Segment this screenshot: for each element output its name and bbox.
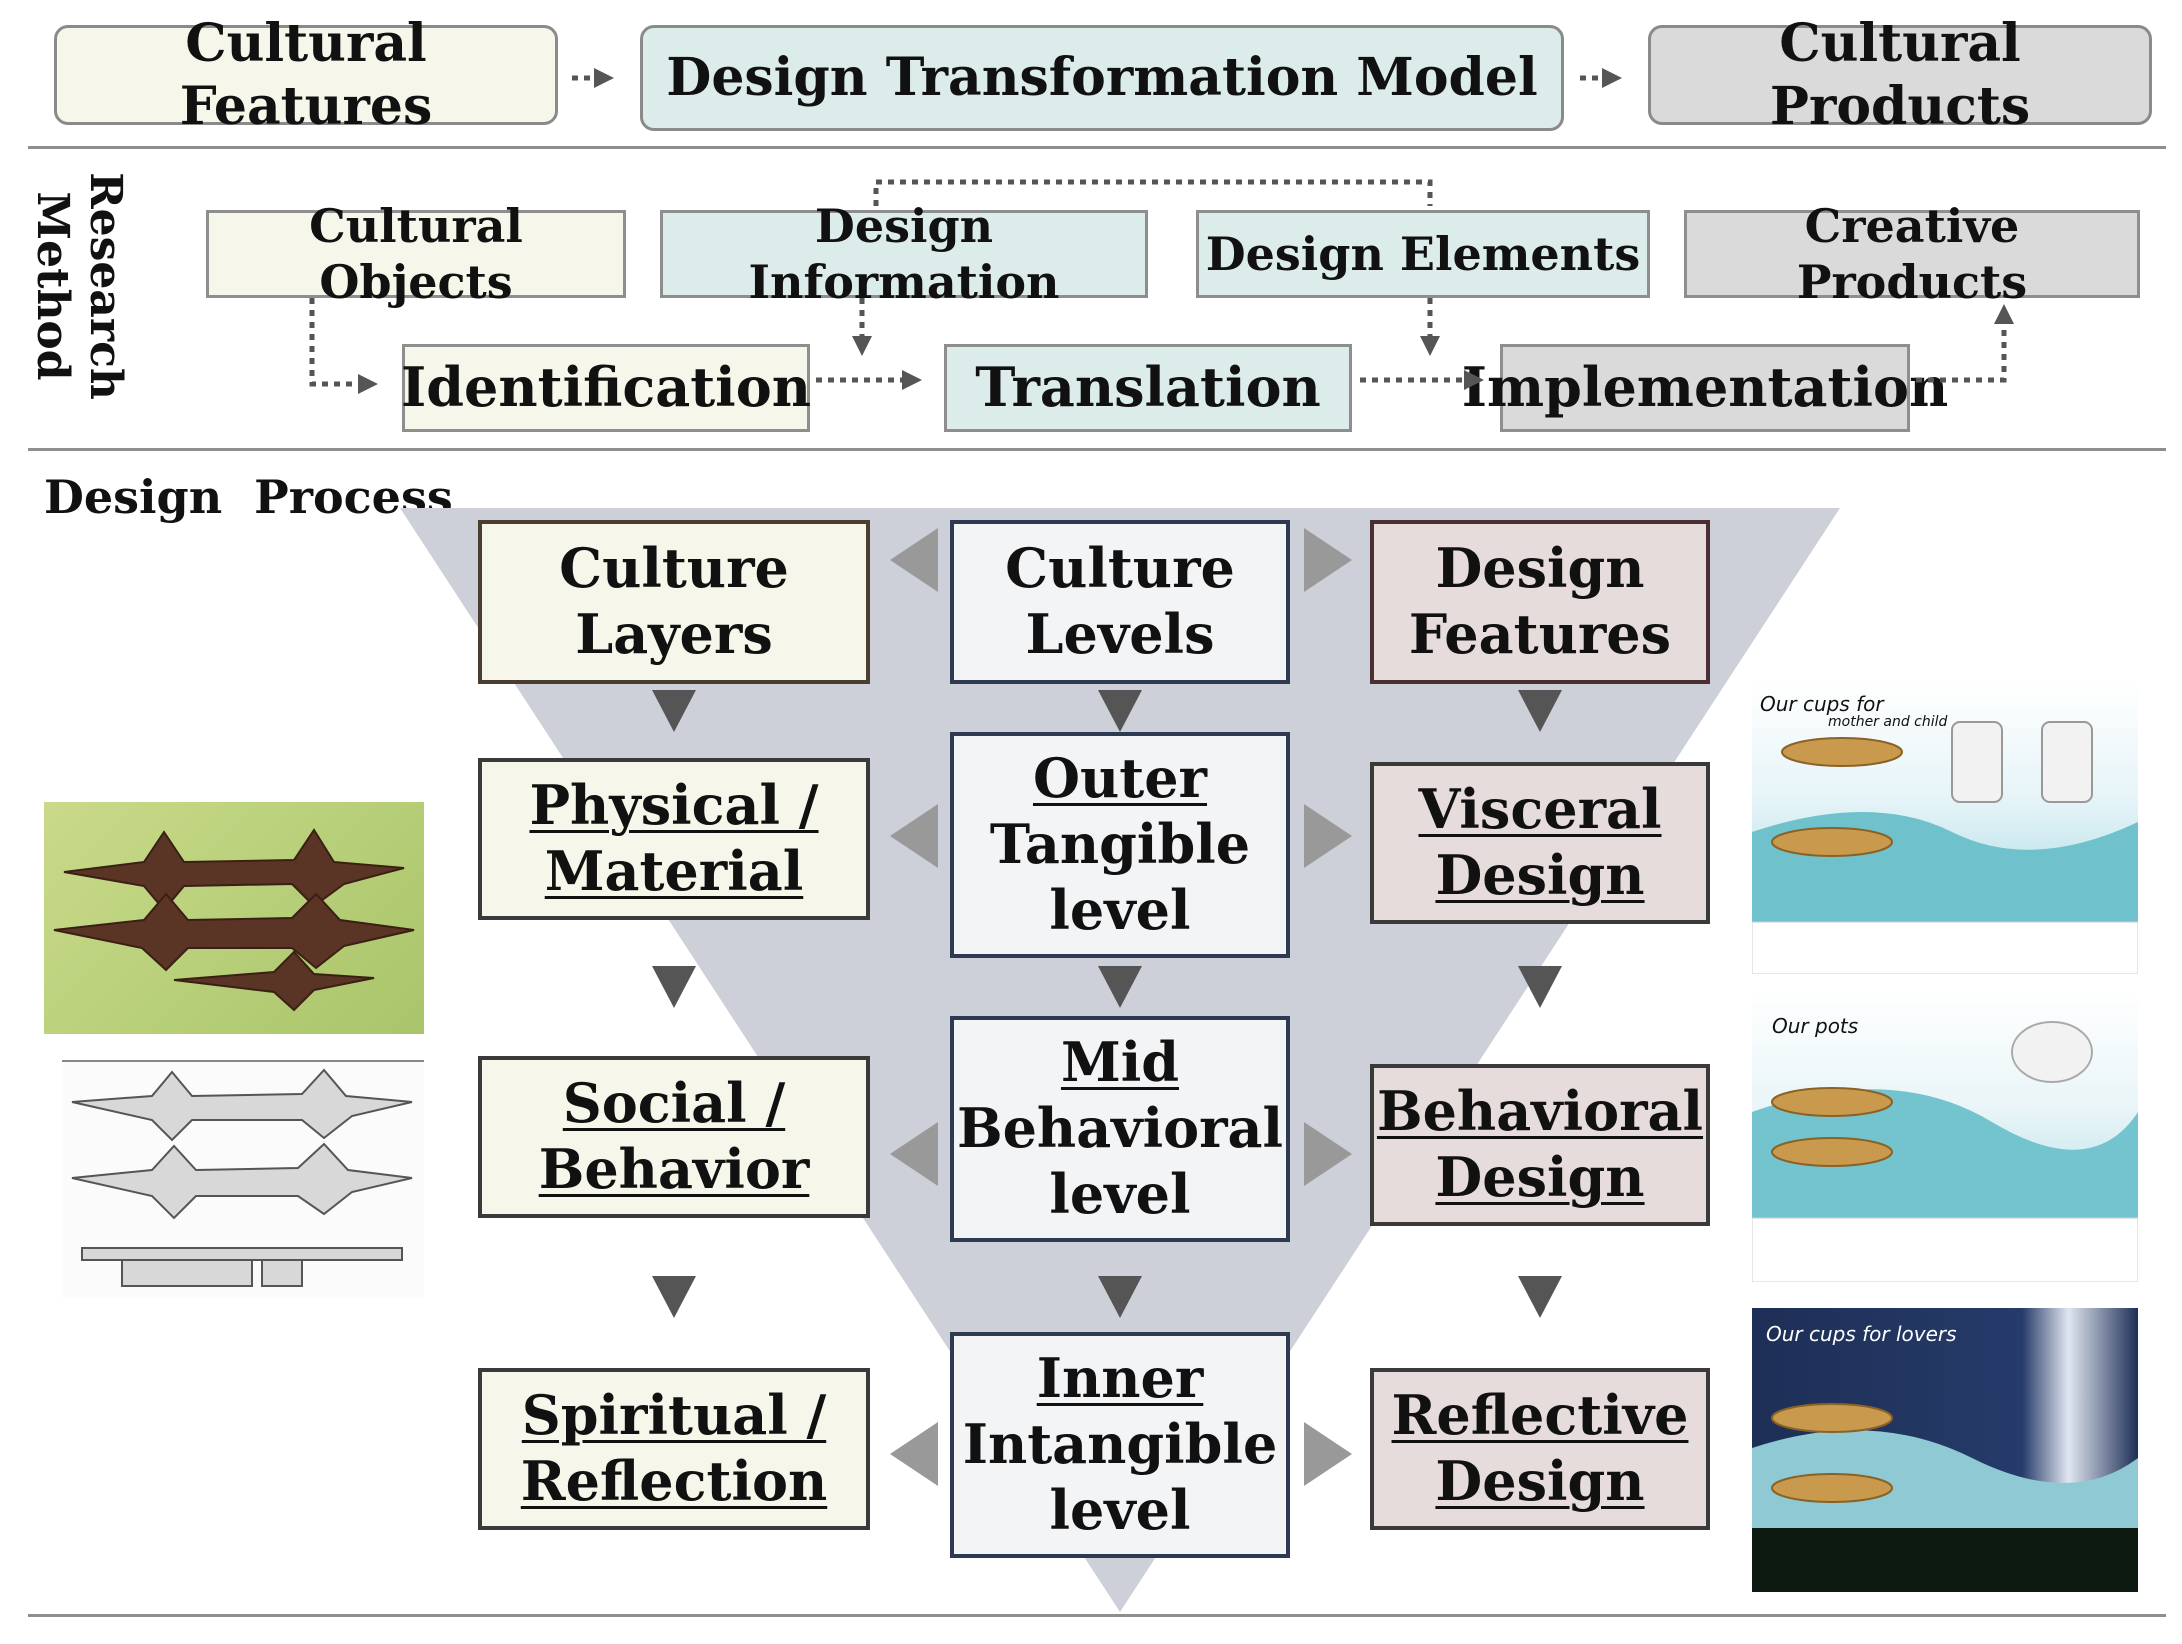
- cultural-objects-label: Cultural Objects: [309, 198, 523, 309]
- mid-behavioral-level-box: Mid Behavioral level: [950, 1016, 1290, 1242]
- design-information-box: Design Information: [660, 199, 1148, 309]
- behavioral-design-line1: Behavioral: [1376, 1079, 1704, 1144]
- mid-line: Mid: [1060, 1030, 1180, 1095]
- creative-products-label: Creative Products: [1796, 198, 2028, 309]
- arrow-right-0: [1304, 528, 1352, 592]
- translation-box: Translation: [944, 344, 1352, 432]
- cups-mother-child-caption1: Our cups for: [1760, 692, 1884, 716]
- identification-label: Identification: [401, 355, 811, 420]
- bottom-divider: [28, 1614, 2166, 1617]
- culture-layers-line1: Culture: [559, 536, 789, 601]
- inner-line: Inner: [1036, 1346, 1204, 1411]
- top-divider: [28, 146, 2166, 149]
- design-elements-box: Design Elements: [1196, 210, 1650, 298]
- level-line-2: level: [1049, 1161, 1191, 1226]
- culture-layers-line2: Layers: [575, 602, 773, 666]
- cups-lovers-image: Our cups for lovers: [1752, 1308, 2138, 1592]
- arrow-left-3: [890, 1422, 938, 1486]
- cups-mother-child-icon: [1752, 721, 2138, 974]
- cups-mother-child-image: Our cups for mother and child: [1752, 682, 2138, 974]
- down-right-2: [1518, 1276, 1562, 1318]
- design-features-box: Design Features: [1370, 520, 1710, 684]
- outer-tangible-level-box: Outer Tangible level: [950, 732, 1290, 958]
- arrow-right-1: [1304, 804, 1352, 868]
- down-left-0: [652, 690, 696, 732]
- implementation-label: Implementation: [1461, 355, 1949, 420]
- behavioral-design-line2: Design: [1435, 1145, 1645, 1209]
- cultural-features-label: Cultural Features: [179, 12, 433, 137]
- behavioral-design-box: Behavioral Design: [1370, 1064, 1710, 1226]
- identification-box: Identification: [401, 344, 811, 432]
- down-center-2: [1098, 1276, 1142, 1318]
- level-line-3: level: [1049, 1477, 1191, 1542]
- arrow-implementation-to-creative: [1916, 304, 2014, 383]
- design-information-label: Design Information: [748, 198, 1060, 309]
- culture-levels-box: Culture Levels: [950, 520, 1290, 684]
- visceral-design-line: Design: [1435, 843, 1645, 907]
- reflective-line: Reflective: [1391, 1383, 1689, 1448]
- cultural-products-label: Cultural Products: [1769, 12, 2031, 137]
- social-line: Social /: [562, 1071, 786, 1136]
- down-left-2: [652, 1276, 696, 1318]
- outer-line: Outer: [1032, 746, 1208, 811]
- down-center-0: [1098, 690, 1142, 732]
- down-right-1: [1518, 966, 1562, 1008]
- behavior-line: Behavior: [538, 1137, 810, 1201]
- cultural-features-box: Cultural Features: [54, 13, 558, 137]
- level-line-1: level: [1049, 877, 1191, 942]
- arrow-right-3: [1304, 1422, 1352, 1486]
- middle-divider: [28, 448, 2166, 451]
- inner-intangible-level-box: Inner Intangible level: [950, 1332, 1290, 1558]
- design-features-line2: Features: [1408, 602, 1672, 666]
- design-transformation-model-label: Design Transformation Model: [666, 47, 1538, 109]
- implementation-box: Implementation: [1462, 344, 1948, 432]
- physical-material-box: Physical / Material: [478, 758, 870, 920]
- down-right-0: [1518, 690, 1562, 732]
- reflective-design-line: Design: [1435, 1449, 1645, 1513]
- arrow-right-2: [1304, 1122, 1352, 1186]
- reflection-line: Reflection: [520, 1449, 828, 1513]
- spiritual-line: Spiritual /: [521, 1383, 827, 1448]
- design-transformation-model-box: Design Transformation Model: [640, 25, 1564, 131]
- culture-levels-line1: Culture: [1005, 536, 1235, 601]
- pots-image: Our pots: [1752, 992, 2138, 1282]
- arrow-left-2: [890, 1122, 938, 1186]
- intangible-line: Intangible: [962, 1412, 1278, 1477]
- pots-caption: Our pots: [1772, 1014, 1859, 1038]
- artifact-photo-icon: [53, 828, 415, 1012]
- spiritual-reflection-box: Spiritual / Reflection: [478, 1368, 870, 1530]
- tangible-line: Tangible: [989, 812, 1251, 877]
- design-elements-label: Design Elements: [1205, 226, 1641, 281]
- cups-lovers-caption: Our cups for lovers: [1766, 1322, 1957, 1346]
- physical-line: Physical /: [529, 773, 819, 838]
- bracket-information-elements: [873, 179, 1433, 206]
- pots-icon: [1752, 1021, 2138, 1282]
- arrow-objects-to-identification: [309, 298, 378, 394]
- artifact-drawing: [62, 1060, 424, 1298]
- social-behavior-box: Social / Behavior: [478, 1056, 870, 1218]
- arrow-left-1: [890, 804, 938, 868]
- cultural-products-box: Cultural Products: [1648, 13, 2152, 137]
- cultural-objects-box: Cultural Objects: [206, 199, 626, 309]
- design-features-line1: Design: [1435, 536, 1645, 601]
- culture-levels-line2: Levels: [1025, 602, 1215, 666]
- artifact-photo: [44, 802, 424, 1034]
- material-line: Material: [544, 839, 804, 903]
- cups-mother-child-caption2: mother and child: [1828, 714, 1948, 730]
- visceral-design-box: Visceral Design: [1370, 762, 1710, 924]
- behavioral-line: Behavioral: [956, 1096, 1284, 1161]
- translation-label: Translation: [975, 355, 1321, 420]
- creative-products-box: Creative Products: [1684, 199, 2140, 309]
- down-center-1: [1098, 966, 1142, 1008]
- down-left-1: [652, 966, 696, 1008]
- artifact-drawing-icon: [71, 1068, 413, 1287]
- cups-lovers-icon: [1752, 1403, 2138, 1592]
- visceral-line: Visceral: [1418, 777, 1662, 842]
- culture-layers-box: Culture Layers: [478, 520, 870, 684]
- arrow-left-0: [890, 528, 938, 592]
- reflective-design-box: Reflective Design: [1370, 1368, 1710, 1530]
